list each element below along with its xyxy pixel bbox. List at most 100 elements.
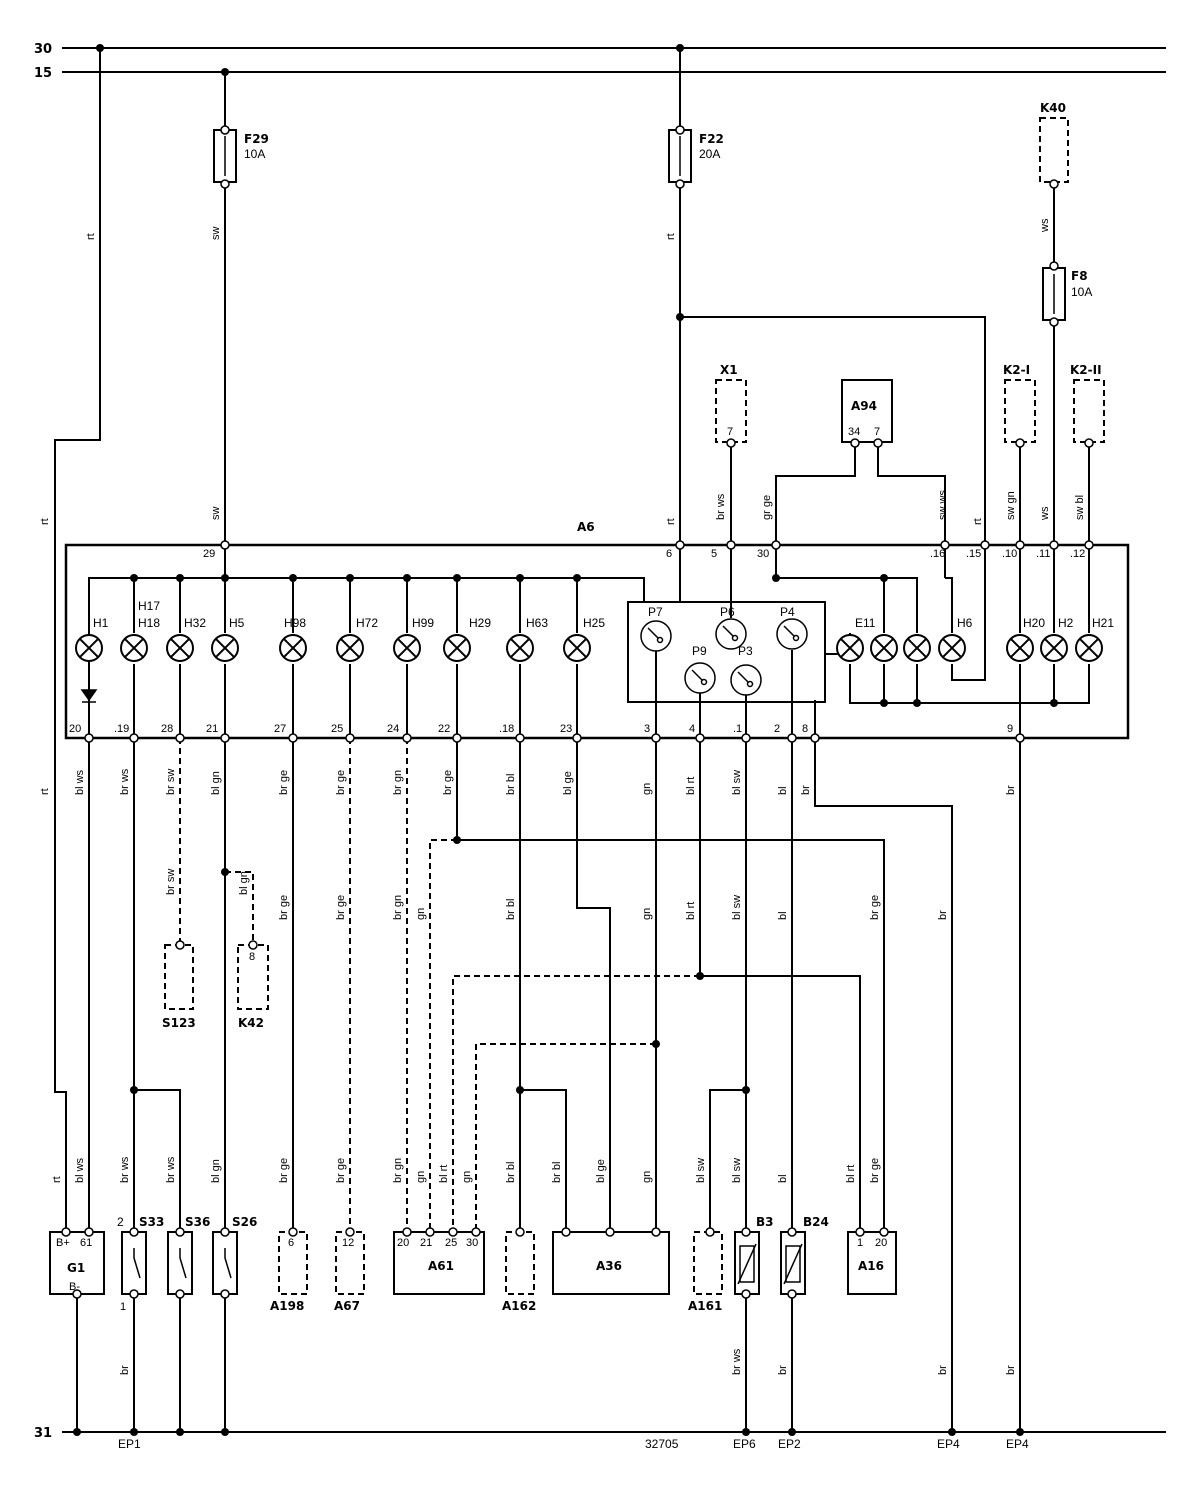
a6-pin-21: 21	[206, 723, 218, 735]
junction-dot	[176, 1428, 184, 1436]
lamp-label-h1: H1	[93, 616, 109, 630]
f8-label: F8	[1071, 269, 1088, 283]
pin-terminal	[129, 1227, 139, 1237]
k42-label: K42	[238, 1016, 264, 1030]
pin-terminal	[675, 125, 685, 135]
a61-pin-25: 25	[445, 1237, 457, 1249]
x1-box	[715, 379, 747, 443]
wire-color-label: br	[1005, 785, 1017, 795]
a6-pin-12: .12	[1070, 548, 1085, 560]
a67-box	[335, 1231, 365, 1295]
wire-color-label: br bl	[505, 1162, 517, 1183]
junction-dot	[403, 574, 411, 582]
junction-dot	[221, 574, 229, 582]
pin-terminal	[741, 1227, 751, 1237]
pin-terminal	[452, 733, 462, 743]
b3-label: B3	[756, 1215, 774, 1229]
f29-rating: 10A	[244, 147, 265, 161]
pin-terminal	[1049, 317, 1059, 327]
pin-terminal	[220, 125, 230, 135]
pin-terminal	[1049, 179, 1059, 189]
pin-terminal	[175, 733, 185, 743]
junction-dot	[772, 574, 780, 582]
wire-color-label: br	[119, 1365, 131, 1375]
wire-color-label: ws	[1039, 506, 1051, 521]
lamp-e11-b-cross-b	[874, 638, 894, 658]
junction-dot	[880, 699, 888, 707]
junction-dot	[130, 1086, 138, 1094]
wire-blsw-a161	[709, 1089, 746, 1232]
pin-terminal	[873, 438, 883, 448]
wire-color-label: br ge	[869, 895, 881, 920]
ground-ep6: EP6	[733, 1437, 756, 1451]
a36-box	[552, 1231, 670, 1295]
wire-color-label: sw ws	[937, 490, 949, 520]
s123-label: S123	[162, 1016, 196, 1030]
pin-terminal	[726, 438, 736, 448]
pin-terminal	[980, 540, 990, 550]
wire-color-label: br ge	[335, 895, 347, 920]
lamp-label-h20: H20	[1023, 616, 1045, 630]
a6-pin-23: 23	[560, 723, 572, 735]
wire-color-label: br ge	[278, 1158, 290, 1183]
wire-color-label: br	[800, 785, 812, 795]
x1-label: X1	[720, 363, 738, 377]
s123-box	[164, 944, 194, 1010]
wire-color-label: rt	[39, 788, 51, 795]
lamp-label-h25: H25	[583, 616, 605, 630]
junction-dot	[176, 574, 184, 582]
lamp-h72-cross-b	[340, 638, 360, 658]
junction-dot	[346, 574, 354, 582]
pin-terminal	[288, 1227, 298, 1237]
gauge-label-p9: P9	[692, 644, 707, 658]
pin-terminal	[345, 1227, 355, 1237]
pin-terminal	[220, 1289, 230, 1299]
a6-pin-30: 30	[757, 548, 769, 560]
a6-pin-28: 28	[161, 723, 173, 735]
a6-pin-18: .18	[499, 723, 514, 735]
g1-pin-61: 61	[80, 1237, 92, 1249]
a6-pin-11: .11	[1036, 548, 1050, 560]
pin-terminal	[1015, 733, 1025, 743]
pin-terminal	[940, 540, 950, 550]
wire-blrt-a61-25	[452, 975, 700, 1232]
a67-label: A67	[334, 1299, 360, 1313]
wire-brge-22	[456, 738, 885, 1232]
wire-brbl-a36	[520, 1089, 567, 1232]
a198-pin: 6	[288, 1237, 294, 1249]
junction-dot	[516, 1086, 524, 1094]
lamp-unlabeled-cross-b	[907, 638, 927, 658]
s33-pin-1: 1	[120, 1301, 126, 1313]
wire-color-label: gn	[415, 908, 427, 920]
a61-pin-21: 21	[420, 1237, 432, 1249]
a6-pin-8: 8	[802, 723, 808, 735]
lamp-h32-cross-b	[170, 638, 190, 658]
gauge-p4-pivot	[792, 634, 800, 642]
a67-pin: 12	[342, 1237, 354, 1249]
s36-label: S36	[185, 1215, 210, 1229]
junction-dot	[742, 1086, 750, 1094]
lamp-label-e11: E11	[855, 616, 876, 630]
wire-color-label: br sw	[165, 769, 177, 795]
a94-pin-7: 7	[874, 426, 880, 438]
lamp-h21-cross-b	[1079, 638, 1099, 658]
pin-terminal	[1015, 540, 1025, 550]
a6-label: A6	[577, 520, 595, 534]
pin-terminal	[288, 733, 298, 743]
k40-label: K40	[1040, 101, 1066, 115]
gauge-box	[627, 601, 826, 703]
b3-sensor-slash	[737, 1243, 757, 1285]
pin-terminal	[220, 1227, 230, 1237]
pin-terminal	[515, 733, 525, 743]
a162-label: A162	[502, 1299, 536, 1313]
ground-ep4-b: EP4	[1006, 1437, 1029, 1451]
a16-pin-1: 1	[857, 1237, 863, 1249]
junction-dot	[948, 1428, 956, 1436]
a161-box	[693, 1231, 723, 1295]
wire-swws-16	[877, 443, 946, 545]
f29-label: F29	[244, 132, 269, 146]
lamp-label-h5: H5	[229, 616, 245, 630]
wire-color-label: bl ws	[74, 769, 86, 795]
lamp-label-h72: H72	[356, 616, 378, 630]
wire-color-label: br ws	[165, 1156, 177, 1183]
